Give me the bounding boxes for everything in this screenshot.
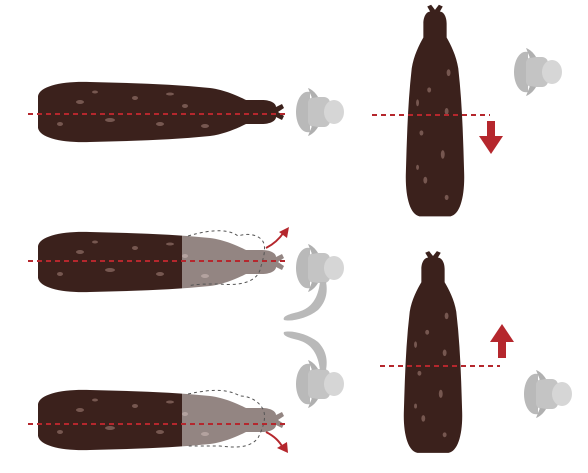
panel-vertical-handler-behind [380, 251, 572, 453]
cow-topview-icon [38, 386, 292, 454]
cow-topview-icon [38, 82, 284, 142]
arrow-up-icon [490, 324, 514, 358]
handler-topview-icon [284, 244, 344, 321]
panel-horizontal-turn-up [28, 227, 344, 321]
handler-topview-icon [296, 88, 344, 136]
panel-vertical-handler-ahead [372, 5, 562, 217]
arrow-down-icon [479, 121, 503, 154]
handler-topview-icon [284, 331, 344, 408]
cow-topview-icon [404, 251, 462, 453]
handler-topview-icon [524, 370, 572, 418]
panel-horizontal-balanced [28, 82, 344, 142]
handler-topview-icon [514, 48, 562, 96]
panel-horizontal-turn-down [28, 331, 344, 454]
cow-topview-icon [406, 5, 464, 217]
